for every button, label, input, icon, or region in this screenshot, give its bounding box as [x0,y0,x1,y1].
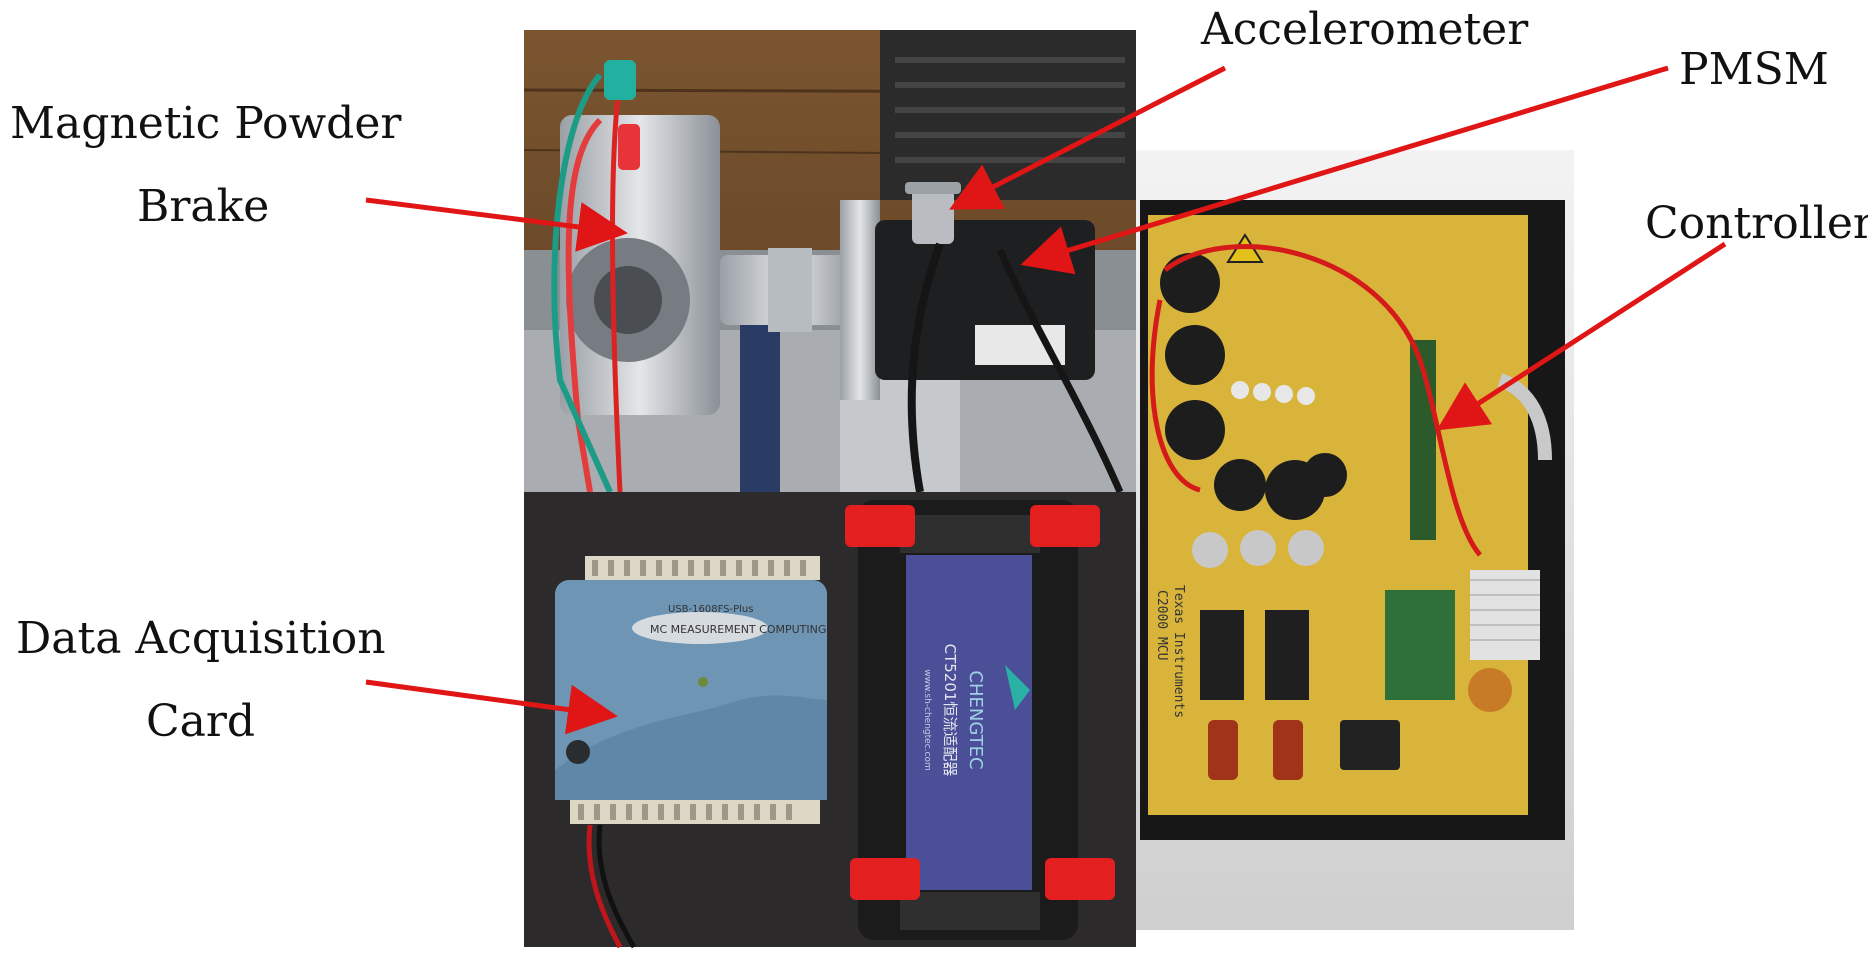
daq-photo: MC MEASUREMENT COMPUTING USB-1608FS-Plus… [524,492,1136,949]
magnetic-brake-label-line1: Magnetic Powder [10,98,402,149]
pmsm-arrow [1020,65,1669,275]
brake-arrow [365,197,628,252]
controller-label: Controller [1645,198,1868,249]
accelerometer-arrow [949,65,1227,210]
daq-label-line2: Card [146,696,256,747]
pcb-mcu-text: C2000 MCU [1154,590,1169,660]
conditioner-brand-text: CHENGTEC [965,670,986,769]
daq-brand-text: MC MEASUREMENT COMPUTING [650,623,826,636]
accelerometer-label: Accelerometer [1201,4,1529,55]
daq-model-text: USB-1608FS-Plus [668,604,753,615]
pmsm-label: PMSM [1679,44,1829,95]
annotation-arrows [365,65,1727,735]
daq-arrow [365,679,618,735]
conditioner-model-text: CT5201恒流适配器 [941,644,959,777]
motor-bench-photo [523,30,1137,494]
magnetic-brake-label-line2: Brake [137,181,270,232]
daq-label-line1: Data Acquisition [16,613,386,664]
pcb-brand-text: Texas Instruments [1171,585,1186,718]
controller-photo: Texas Instruments C2000 MCU [1136,150,1574,930]
controller-arrow [1436,241,1727,431]
conditioner-url-text: www.sh-chengtec.com [922,669,932,770]
